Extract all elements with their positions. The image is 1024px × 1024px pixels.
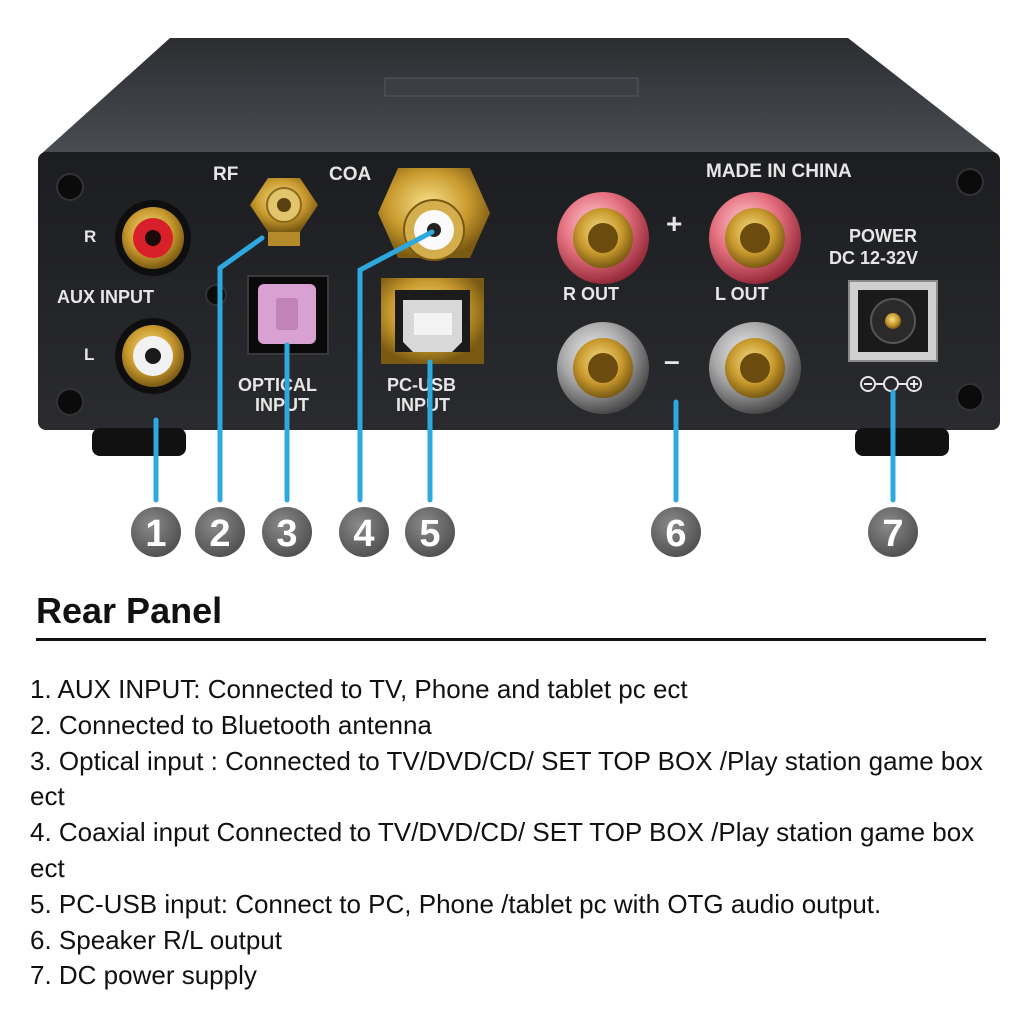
- dc-power-jack: [848, 280, 938, 362]
- usb-b-port: [381, 278, 484, 364]
- made-in-label: MADE IN CHINA: [706, 161, 852, 182]
- callout-badge-4: 4: [339, 507, 389, 557]
- section-title: Rear Panel: [36, 590, 223, 631]
- l-out-label: L OUT: [715, 284, 769, 304]
- rear-panel-diagram: RF COA MADE IN CHINA R L AUX INPUT OPTIC…: [38, 38, 1000, 557]
- callout-number-7: 7: [882, 513, 903, 555]
- callout-badge-3: 3: [262, 507, 312, 557]
- screw: [56, 173, 84, 201]
- rf-antenna-connector: [250, 178, 318, 246]
- speaker-post-l-plus: [709, 192, 801, 284]
- power-label-1: POWER: [849, 226, 917, 246]
- list-item: 3. Optical input : Connected to TV/DVD/C…: [30, 745, 983, 812]
- callout-badge-2: 2: [195, 507, 245, 557]
- list-item: 7. DC power supply: [30, 960, 257, 991]
- coaxial-connector: [378, 168, 490, 261]
- callout-number-3: 3: [276, 513, 297, 555]
- list-item: 2. Connected to Bluetooth antenna: [30, 709, 432, 740]
- speaker-post-l-minus: [709, 322, 801, 414]
- pcusb-label-2: INPUT: [396, 395, 450, 415]
- power-label-2: DC 12-32V: [829, 248, 918, 268]
- callout-badge-1: 1: [131, 507, 181, 557]
- plus-label: +: [666, 208, 682, 239]
- callout-lines: [153, 229, 896, 503]
- speaker-post-r-minus: [557, 322, 649, 414]
- optical-label-1: OPTICAL: [238, 375, 317, 395]
- callout-number-1: 1: [145, 513, 166, 555]
- callout-number-4: 4: [353, 513, 374, 555]
- callout-number-5: 5: [419, 513, 440, 555]
- screw: [56, 388, 84, 416]
- list-item: 4. Coaxial input Connected to TV/DVD/CD/…: [30, 817, 975, 883]
- callout-number-2: 2: [209, 513, 230, 555]
- aux-l-label: L: [84, 345, 94, 364]
- optical-port: [247, 275, 329, 355]
- aux-jack-r: [115, 200, 191, 276]
- speaker-post-r-plus: [557, 192, 649, 284]
- polarity-icon: [860, 376, 922, 392]
- list-item: 6. Speaker R/L output: [30, 924, 282, 955]
- pcusb-label-1: PC-USB: [387, 375, 456, 395]
- screw: [205, 284, 227, 306]
- callout-badge-7: 7: [868, 507, 918, 557]
- title-divider: [36, 638, 986, 641]
- leader-line-2: [217, 235, 265, 503]
- aux-input-label: AUX INPUT: [57, 287, 154, 307]
- coa-label: COA: [329, 164, 372, 185]
- aux-jack-l: [115, 318, 191, 394]
- callout-badges: 1 2 3 4 5 6 7: [131, 507, 918, 557]
- optical-label-2: INPUT: [255, 395, 309, 415]
- minus-label: –: [664, 345, 680, 376]
- panel-labels: RF COA MADE IN CHINA R L AUX INPUT OPTIC…: [57, 161, 918, 415]
- callout-badge-5: 5: [405, 507, 455, 557]
- list-item: 1. AUX INPUT: Connected to TV, Phone and…: [30, 674, 688, 704]
- screw: [956, 168, 984, 196]
- description-list: 1. AUX INPUT: Connected to TV, Phone and…: [30, 672, 1015, 994]
- list-item: 5. PC-USB input: Connect to PC, Phone /t…: [30, 888, 882, 919]
- screw: [956, 383, 984, 411]
- leader-line-4: [357, 229, 435, 503]
- aux-r-label: R: [84, 227, 96, 246]
- callout-badge-6: 6: [651, 507, 701, 557]
- callout-number-6: 6: [665, 513, 686, 555]
- rear-panel-svg: RF COA MADE IN CHINA R L AUX INPUT OPTIC…: [38, 38, 1000, 557]
- r-out-label: R OUT: [563, 284, 619, 304]
- rf-label: RF: [213, 164, 238, 185]
